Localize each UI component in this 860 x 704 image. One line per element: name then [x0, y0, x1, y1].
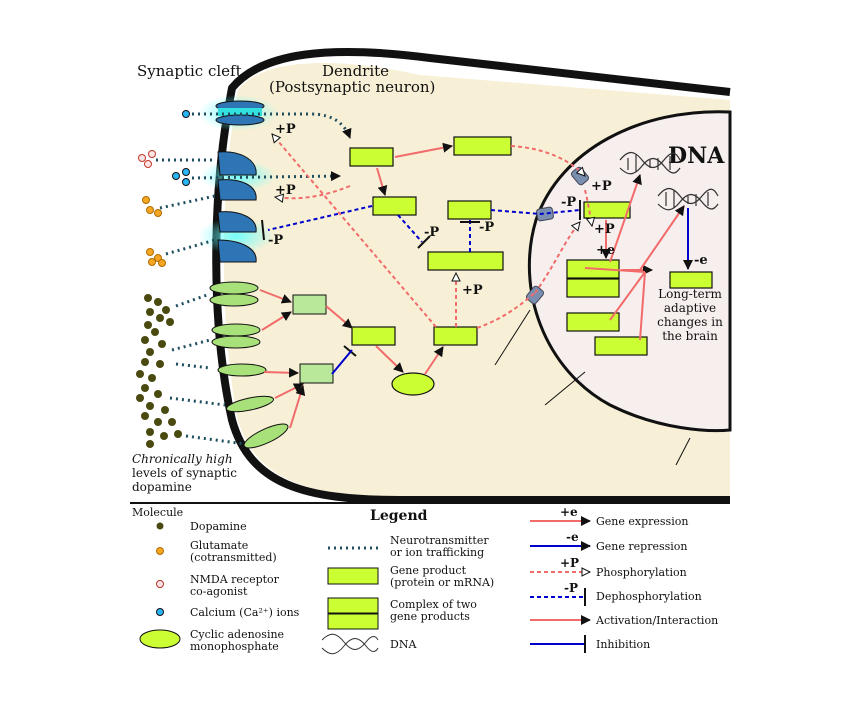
legend-glutamate: (cotransmitted)	[190, 551, 277, 564]
dopamine-receptor-green	[211, 323, 261, 349]
dopamine-receptor-green	[225, 395, 275, 413]
legend-gene-repression: Gene repression	[596, 540, 687, 553]
legend-dna-swatch	[321, 633, 379, 655]
dna-label: DNA	[668, 143, 725, 169]
camp-molecule	[391, 372, 435, 396]
long-term-label: Long-term	[658, 287, 722, 301]
long-term-label: changes in	[657, 315, 723, 329]
legend-complex-swatch	[327, 597, 379, 614]
legend-nmda-swatch	[156, 580, 164, 588]
legend-dopamine-swatch	[156, 522, 164, 530]
nmda-receptor	[200, 151, 276, 201]
chronic-label: dopamine	[132, 480, 192, 494]
legend-nmda: co-agonist	[190, 585, 248, 598]
dendrite-label: Dendrite	[322, 62, 389, 80]
legend-activation: Activation/Interaction	[595, 614, 718, 627]
dna-helix	[657, 187, 719, 211]
long-term-label: adaptive	[664, 301, 716, 315]
plus-p-mark: +P	[275, 122, 296, 137]
calcium-ion	[182, 110, 190, 118]
phosphorylation-arrows	[271, 134, 592, 329]
minus-p-mark: -P	[424, 225, 439, 240]
chronic-label: levels of synaptic	[132, 466, 237, 480]
legend-glutamate-swatch	[156, 547, 164, 555]
legend-camp-swatch	[139, 629, 181, 649]
plus-p-mark: +P	[594, 222, 615, 237]
legend-complex: gene products	[390, 610, 470, 623]
legend-trafficking: Neurotransmitter	[390, 534, 489, 547]
glutamate-molecules	[142, 196, 166, 267]
legend-inhibition: Inhibition	[596, 638, 650, 651]
activation-arrows	[259, 142, 685, 429]
minus-p-mark: -P	[268, 233, 283, 248]
dopamine-receptor-green	[243, 423, 289, 449]
trafficking-lines	[156, 112, 352, 446]
legend-plus-p-mark: +P	[560, 556, 579, 570]
legend-trafficking: or ion trafficking	[390, 546, 484, 559]
cell-membrane	[212, 48, 731, 504]
legend-title: Legend	[370, 508, 428, 524]
cytoskeleton-line	[675, 437, 691, 466]
plus-e-mark: +e	[596, 243, 615, 258]
legend-gene-expression: Gene expression	[596, 515, 688, 528]
legend-calcium-swatch	[156, 608, 164, 616]
synaptic-cleft-label: Synaptic cleft	[137, 62, 242, 80]
dopamine-molecules	[136, 294, 182, 448]
legend-phosphorylation: Phosphorylation	[596, 566, 687, 579]
legend-minus-p-mark: -P	[564, 581, 578, 595]
plus-p-mark: +P	[275, 183, 296, 198]
legend-molecule-header: Molecule	[132, 506, 183, 519]
legend-complex-swatch	[327, 613, 379, 630]
legend-minus-e-mark: -e	[566, 530, 579, 544]
calcium-ions	[172, 168, 190, 186]
long-term-label: the brain	[662, 329, 718, 343]
dopamine-receptor-green	[217, 363, 267, 377]
ion-channel	[198, 95, 278, 131]
cytoskeleton-line	[544, 371, 586, 406]
legend-camp: monophosphate	[190, 640, 279, 653]
plus-p-mark: +P	[591, 179, 612, 194]
dna-helix	[619, 151, 681, 175]
dopamine-receptor-green	[209, 281, 259, 307]
receptor-products	[292, 294, 334, 384]
legend-dephosphorylation: Dephosphorylation	[596, 590, 702, 603]
minus-p-mark: -P	[561, 195, 576, 210]
minus-e-mark: -e	[694, 253, 708, 268]
legend-calcium: Calcium (Ca²⁺) ions	[190, 606, 300, 619]
inhibition-line	[331, 349, 353, 375]
legend-camp: Cyclic adenosine	[190, 628, 284, 641]
postsynaptic-label: (Postsynaptic neuron)	[269, 78, 435, 96]
nmda-co-agonist-molecules	[138, 150, 156, 168]
legend-plus-e-mark: +e	[560, 505, 578, 519]
plus-p-mark: +P	[462, 283, 483, 298]
legend-gene-product: Gene product	[390, 564, 467, 577]
legend-complex: Complex of two	[390, 598, 477, 611]
chronic-label: Chronically high	[132, 452, 233, 466]
legend-nmda: NMDA receptor	[190, 573, 280, 586]
legend-gene-product: (protein or mRNA)	[390, 576, 494, 589]
legend-dna: DNA	[390, 638, 417, 651]
dopamine-receptor	[198, 211, 274, 263]
legend-glutamate: Glutamate	[190, 539, 248, 552]
dephosphorylation-lines	[267, 205, 581, 252]
legend-dopamine: Dopamine	[190, 520, 247, 533]
cytoskeleton-line	[494, 309, 531, 366]
legend-gene-product-swatch	[327, 567, 379, 585]
minus-p-mark: -P	[479, 220, 494, 235]
